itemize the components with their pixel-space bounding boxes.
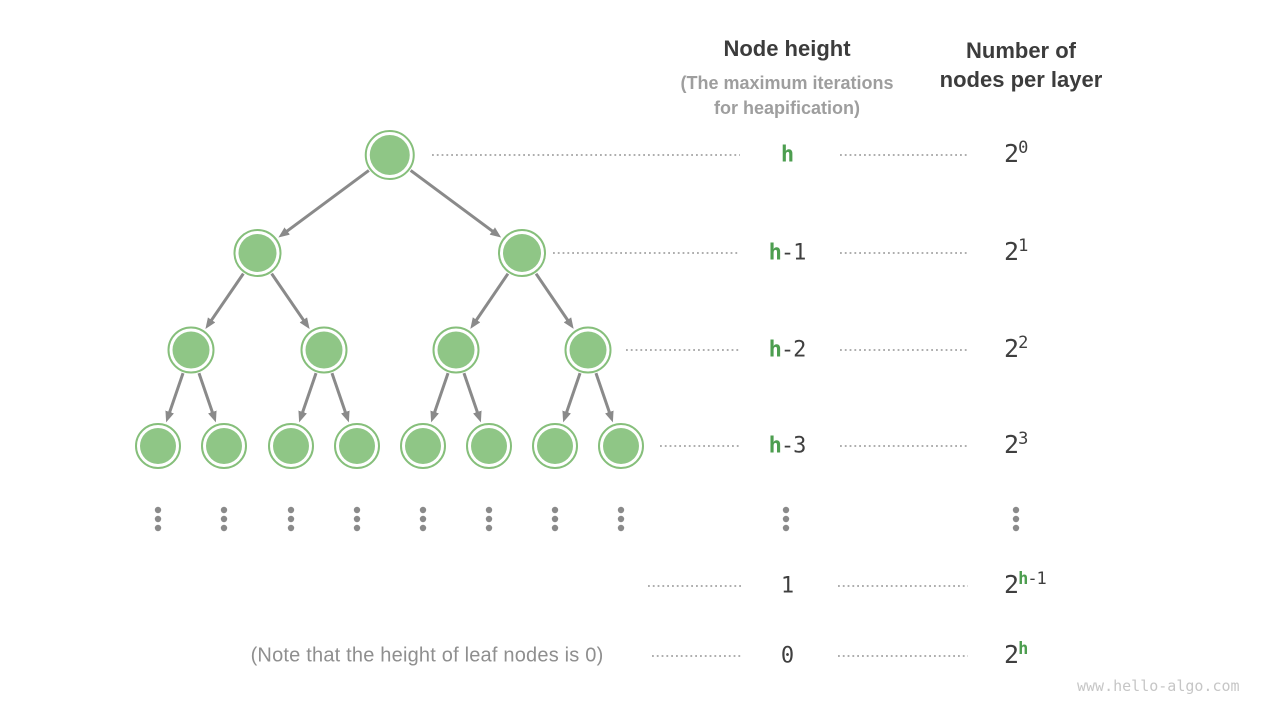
vertical-ellipsis <box>419 506 427 532</box>
node-height-subtitle-line1: (The maximum iterations <box>680 73 894 93</box>
node-count-label-row-1: 21 <box>1004 236 1028 267</box>
tree-node <box>364 130 415 180</box>
node-height-title: Node height <box>723 36 851 61</box>
nodes-per-layer-line1: Number of <box>965 38 1076 63</box>
node-count-label-row-0: 20 <box>1004 138 1028 169</box>
leaf-height-note: (Note that the height of leaf nodes is 0… <box>250 644 604 667</box>
vertical-ellipsis <box>551 506 559 532</box>
vertical-ellipsis <box>287 506 295 532</box>
nodes-per-layer-header: Number of nodes per layer <box>940 36 1103 94</box>
height-label-row-0: h <box>780 142 794 168</box>
tree-edge-arrow <box>330 372 350 423</box>
node-height-subtitle-line2: for heapification) <box>713 98 861 118</box>
node-count-label-row-5: 2h-1 <box>1004 569 1047 600</box>
node-height-header: Node height (The maximum iterations for … <box>680 36 893 121</box>
tree-edge-arrow <box>562 372 582 423</box>
height-label-row-1: h-1 <box>768 240 807 266</box>
tree-edge-arrow <box>462 372 482 423</box>
height-label-row-6: 0 <box>780 643 794 669</box>
node-count-label-row-6: 2h <box>1004 639 1028 670</box>
height-label-row-2: h-2 <box>768 337 807 363</box>
nodes-per-layer-line2: nodes per layer <box>939 67 1103 92</box>
tree-node <box>598 423 644 469</box>
tree-node <box>432 326 480 374</box>
tree-node <box>201 423 247 469</box>
tree-edge-arrow <box>534 272 574 329</box>
tree-node <box>334 423 380 469</box>
tree-node <box>135 423 181 469</box>
height-label-row-3: h-3 <box>768 433 807 459</box>
tree-edge-arrow <box>197 372 217 423</box>
tree-node <box>268 423 314 469</box>
height-label-row-5: 1 <box>780 573 794 599</box>
vertical-ellipsis <box>1012 506 1020 532</box>
tree-edge-arrow <box>278 169 370 238</box>
tree-edge-arrow <box>430 372 450 423</box>
tree-node <box>532 423 578 469</box>
vertical-ellipsis <box>154 506 162 532</box>
tree-edge-arrow <box>594 372 614 423</box>
tree-node <box>400 423 446 469</box>
tree-node <box>167 326 215 374</box>
vertical-ellipsis <box>617 506 625 532</box>
tree-node <box>564 326 612 374</box>
tree-node <box>300 326 348 374</box>
vertical-ellipsis <box>782 506 790 532</box>
tree-node <box>233 229 282 277</box>
tree-node <box>466 423 512 469</box>
tree-edge-arrow <box>165 372 185 423</box>
tree-edge-arrow <box>470 272 510 329</box>
tree-edge-arrow <box>205 272 245 329</box>
node-count-label-row-2: 22 <box>1004 333 1028 364</box>
vertical-ellipsis <box>485 506 493 532</box>
tree-node <box>498 229 546 277</box>
node-count-label-row-3: 23 <box>1004 429 1028 460</box>
vertical-ellipsis <box>353 506 361 532</box>
vertical-ellipsis <box>220 506 228 532</box>
node-height-subtitle: (The maximum iterations for heapificatio… <box>680 71 893 121</box>
watermark: www.hello-algo.com <box>1077 677 1240 695</box>
tree-edge-arrow <box>298 372 318 423</box>
tree-edge-arrow <box>270 272 310 329</box>
tree-edge-arrow <box>409 169 502 238</box>
